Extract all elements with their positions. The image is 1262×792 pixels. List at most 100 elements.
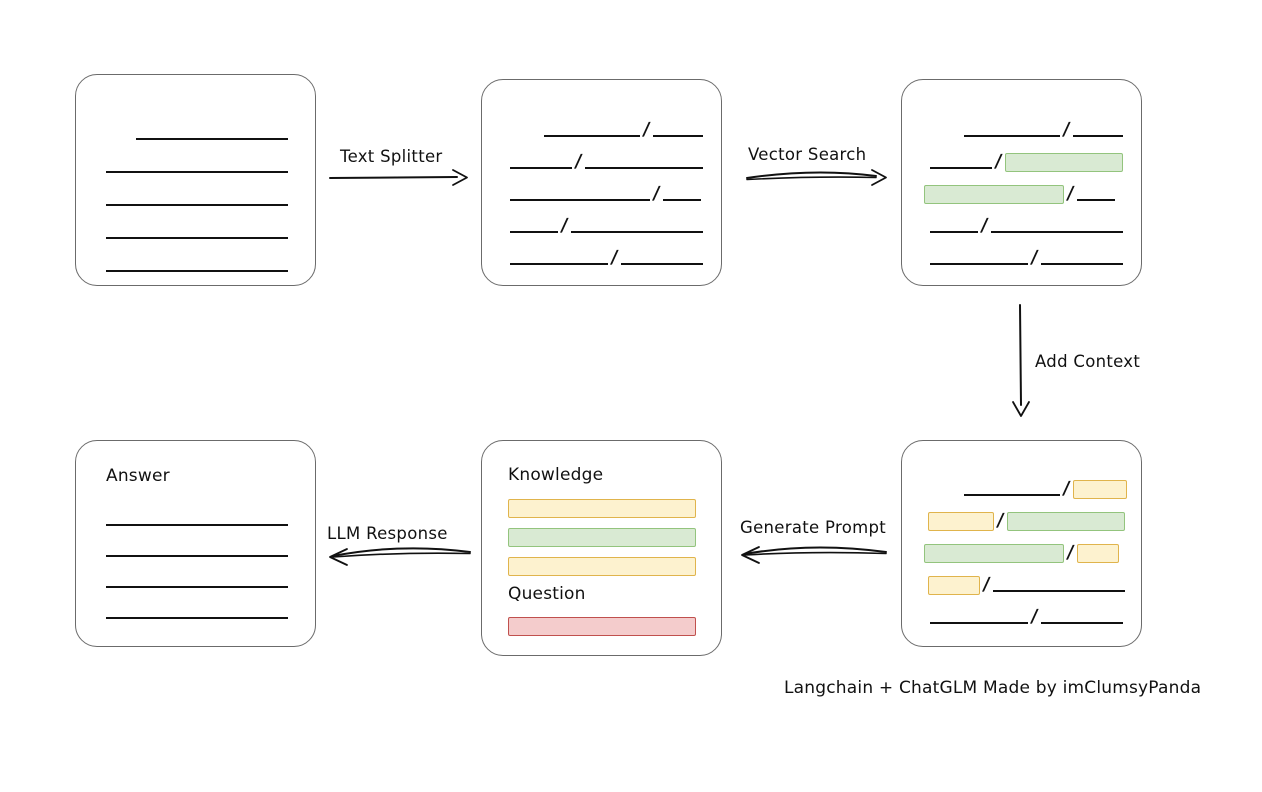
context-chunks-rows: / / / / / [902,441,1141,646]
text-row: / [482,151,703,172]
text-line [990,231,1123,233]
chunk-separator: / [651,183,662,204]
chunk-separator: / [1065,183,1076,204]
text-line [620,263,703,265]
text-row: / [902,478,1127,499]
text-row [76,509,288,529]
answer-box[interactable]: Answer [75,440,316,647]
text-line [662,199,701,201]
text-line [106,524,288,526]
chunk-separator: / [993,151,1004,172]
text-line [106,617,288,619]
text-row: / [902,574,1125,595]
highlight-chunk-yellow [928,575,980,595]
arrow-add-context [1012,304,1030,417]
text-line [106,586,288,588]
footer-caption: Langchain + ChatGLM Made by imClumsyPand… [784,678,1202,698]
text-line [106,555,288,557]
text-line [136,138,288,140]
edge-label-generate-prompt: Generate Prompt [740,518,886,537]
highlight-chunk-green [1006,511,1125,531]
text-line [570,231,703,233]
highlight-chunk-green [1004,152,1123,172]
edge-label-llm-response: LLM Response [327,524,448,543]
text-line [930,263,1028,265]
text-line [106,270,288,272]
text-row: / [482,183,701,204]
prompt-box[interactable]: Knowledge Question [481,440,722,656]
arrow-text-splitter [329,169,468,186]
source-document-rows [76,75,315,285]
text-row: / [902,542,1119,563]
text-row [76,571,288,591]
split-chunks-rows: / / / / / [482,80,721,285]
question-bars [482,441,721,655]
text-row: / [902,183,1115,204]
text-line [510,199,650,201]
text-row [76,255,288,275]
chunk-separator: / [1029,247,1040,268]
text-line [544,135,640,137]
question-heading: Question [508,584,586,604]
arrow-llm-response [329,547,471,566]
text-row: / [902,606,1123,627]
source-document-box[interactable] [75,74,316,286]
prompt-bar-yellow [508,499,696,518]
highlight-chunk-yellow [1072,479,1127,499]
text-line [510,231,558,233]
text-line [1072,135,1123,137]
context-chunks-box[interactable]: / / / / / [901,440,1142,647]
vector-search-matches-rows: / / / / / [902,80,1141,285]
text-row: / [482,247,703,268]
text-row: / [902,247,1123,268]
prompt-bar-red [508,617,696,636]
chunk-separator: / [641,119,652,140]
prompt-bar-green [508,528,696,547]
edge-label-add-context: Add Context [1035,352,1141,371]
text-line [1040,622,1123,624]
text-line [652,135,703,137]
highlight-chunk-yellow [928,511,994,531]
arrow-generate-prompt [741,546,887,564]
text-row [76,540,288,560]
text-line [992,590,1125,592]
highlight-chunk-green [924,543,1064,563]
highlight-chunk-yellow [1076,543,1119,563]
vector-search-matches-box[interactable]: / / / / / [901,79,1142,286]
answer-rows [76,441,315,646]
text-row: / [482,119,703,140]
chunk-separator: / [979,215,990,236]
answer-heading: Answer [106,466,170,486]
text-line [106,237,288,239]
chunk-separator: / [981,574,992,595]
text-line [584,167,703,169]
text-line [510,263,608,265]
text-row: / [902,151,1123,172]
text-line [1040,263,1123,265]
edge-label-text-splitter: Text Splitter [340,147,443,166]
text-line [106,171,288,173]
split-chunks-box[interactable]: / / / / / [481,79,722,286]
text-line [964,135,1060,137]
chunk-separator: / [573,151,584,172]
text-row [76,189,288,209]
text-row: / [902,510,1125,531]
knowledge-heading: Knowledge [508,465,604,485]
text-line [1076,199,1115,201]
arrow-vector-search [746,169,887,186]
text-row [76,123,288,143]
text-line [930,231,978,233]
text-line [964,494,1060,496]
chunk-separator: / [609,247,620,268]
text-row [76,222,288,242]
text-row [76,156,288,176]
edge-label-vector-search: Vector Search [748,145,867,164]
chunk-separator: / [1029,606,1040,627]
text-row: / [482,215,703,236]
chunk-separator: / [559,215,570,236]
knowledge-bars [482,441,721,655]
text-row: / [902,119,1123,140]
text-line [106,204,288,206]
chunk-separator: / [1061,119,1072,140]
text-row: / [902,215,1123,236]
